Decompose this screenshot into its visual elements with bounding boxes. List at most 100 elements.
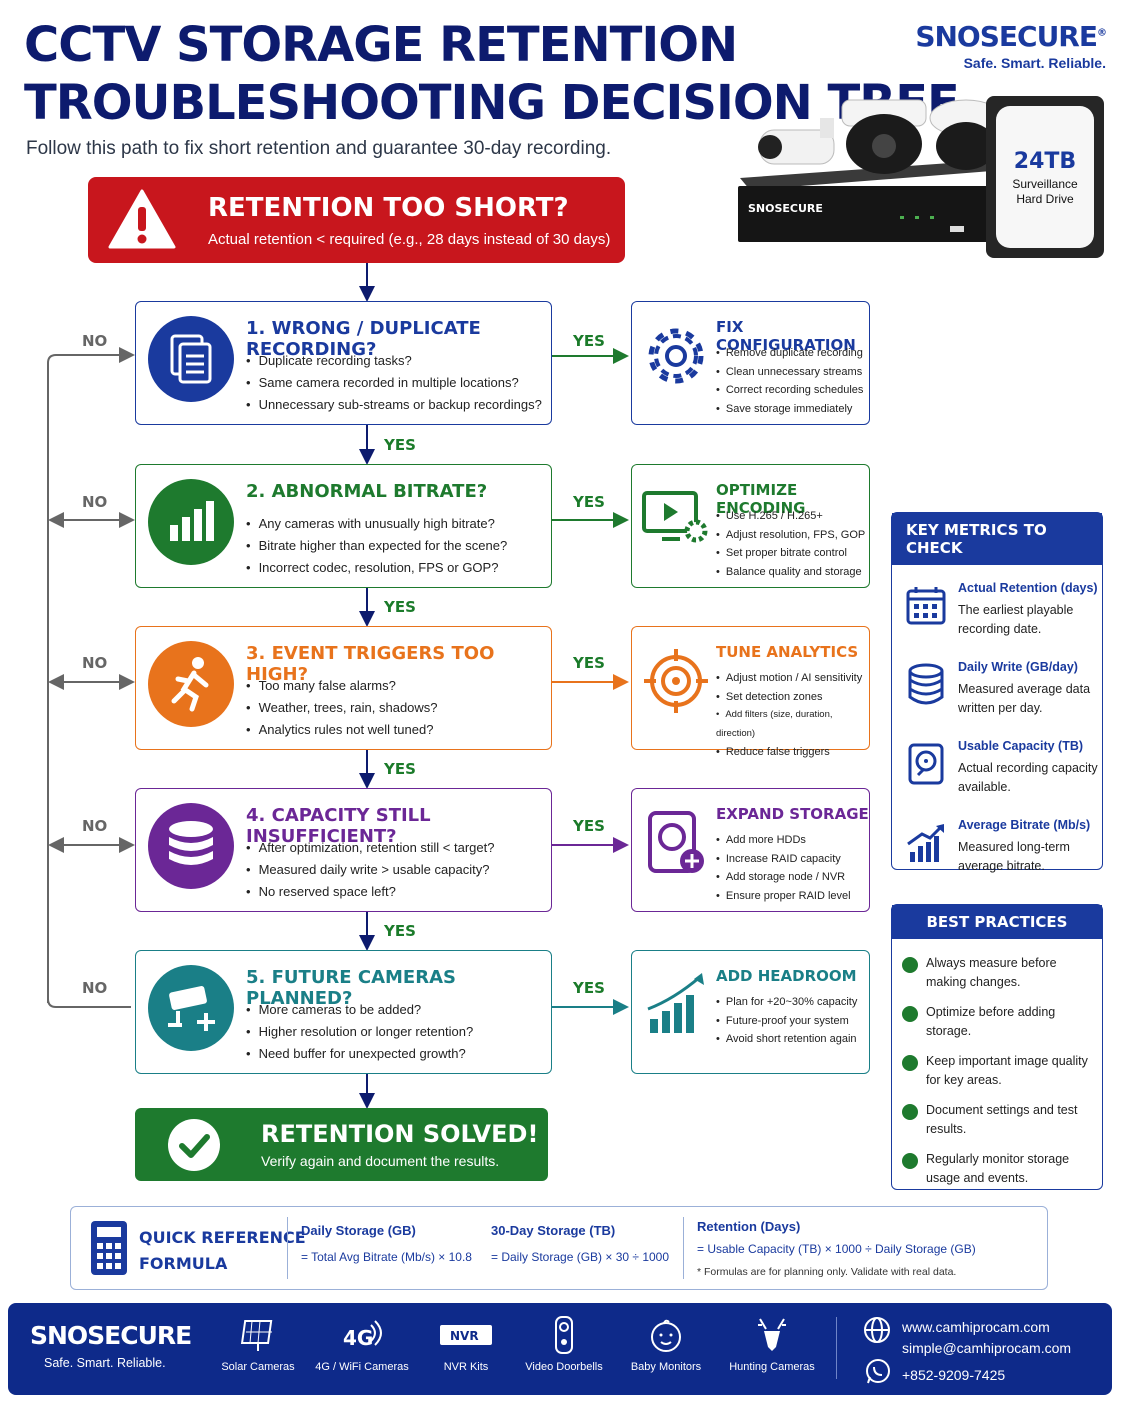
footer-product[interactable]: Solar Cameras xyxy=(210,1315,306,1373)
hdd-plus-icon xyxy=(648,811,704,873)
step-1-icon-circle xyxy=(148,316,234,402)
warning-icon xyxy=(108,189,176,249)
target-icon xyxy=(644,649,708,713)
footer-product-label: Hunting Cameras xyxy=(729,1361,815,1373)
metric-desc: The earliest playable recording date. xyxy=(958,603,1074,636)
footer-website[interactable]: www.camhiprocam.com xyxy=(902,1319,1050,1335)
step-4-box: 4. CAPACITY STILL INSUFFICIENT? After op… xyxy=(135,788,552,912)
fix-3-list: Adjust motion / AI sensitivity Set detec… xyxy=(716,669,869,762)
practice-text: Regularly monitor storage usage and even… xyxy=(926,1152,1070,1185)
formula-col-2: 30-Day Storage (TB) = Daily Storage (GB)… xyxy=(491,1223,669,1264)
check-icon xyxy=(902,1104,918,1120)
dome-camera-icon xyxy=(841,99,927,174)
fix-5-item: Avoid short retention again xyxy=(716,1030,857,1049)
step-4-item: Measured daily write > usable capacity? xyxy=(246,859,495,881)
no-label: NO xyxy=(82,654,108,672)
formula-col-eq: = Daily Storage (GB) × 30 ÷ 1000 xyxy=(491,1250,670,1264)
nvr-brand-label: SNOSECURE xyxy=(748,202,823,215)
step-1-item: Same camera recorded in multiple locatio… xyxy=(246,372,542,394)
running-person-icon xyxy=(171,657,209,712)
fix-3-title: TUNE ANALYTICS xyxy=(716,643,859,661)
check-icon xyxy=(902,1153,918,1169)
formula-col-title: Daily Storage (GB) xyxy=(301,1223,416,1238)
practice-text: Keep important image quality for key are… xyxy=(926,1054,1088,1087)
step-2-item: Bitrate higher than expected for the sce… xyxy=(246,535,508,557)
step-5-item: Need buffer for unexpected growth? xyxy=(246,1043,473,1065)
footer-email[interactable]: simple@camhiprocam.com xyxy=(902,1340,1072,1356)
step-1-list: Duplicate recording tasks? Same camera r… xyxy=(246,350,542,416)
footer-product[interactable]: NVR NVR Kits xyxy=(418,1315,514,1373)
footer-product[interactable]: Video Doorbells xyxy=(516,1315,612,1373)
step-4-icon-circle xyxy=(148,803,234,889)
baby-face-icon xyxy=(651,1319,681,1352)
practice-item: Regularly monitor storage usage and even… xyxy=(892,1147,1102,1196)
footer-product-label: NVR Kits xyxy=(443,1361,489,1373)
solved-box: RETENTION SOLVED! Verify again and docum… xyxy=(135,1108,548,1181)
fix-1-item: Save storage immediately xyxy=(716,400,863,419)
no-label: NO xyxy=(82,979,108,997)
key-metrics-panel: KEY METRICS TO CHECK Actual Retention (d… xyxy=(891,512,1103,873)
check-icon xyxy=(902,1006,918,1022)
step-4-item: No reserved space left? xyxy=(246,881,495,903)
fix-4-item: Add more HDDs xyxy=(716,831,851,850)
footer-product[interactable]: Hunting Cameras xyxy=(724,1315,820,1373)
divider xyxy=(287,1217,288,1279)
database-icon xyxy=(908,663,944,705)
step-5-box: 5. FUTURE CAMERAS PLANNED? More cameras … xyxy=(135,950,552,1074)
footer-product-label: Solar Cameras xyxy=(221,1361,295,1373)
practice-text: Always measure before making changes. xyxy=(926,956,1057,989)
metric-desc: Actual recording capacity available. xyxy=(958,761,1098,794)
metric-desc: Measured average data written per day. xyxy=(958,682,1091,715)
step-4-item: After optimization, retention still < ta… xyxy=(246,837,495,859)
fix-5-item: Future-proof your system xyxy=(716,1012,857,1031)
formula-col-3: Retention (Days) = Usable Capacity (TB) … xyxy=(697,1219,976,1278)
fix-5-title: ADD HEADROOM xyxy=(716,967,857,985)
fix-3-item: Reduce false triggers xyxy=(716,743,869,762)
footer-product[interactable]: Baby Monitors xyxy=(618,1315,714,1373)
formula-note: * Formulas are for planning only. Valida… xyxy=(697,1266,957,1278)
yes-label: YES xyxy=(573,654,605,672)
step-5-list: More cameras to be added? Higher resolut… xyxy=(246,999,474,1065)
no-label: NO xyxy=(82,332,108,350)
fix-1-item: Remove duplicate recording xyxy=(716,344,863,363)
4g-text: 4G xyxy=(343,1326,373,1350)
solar-panel-icon xyxy=(240,1320,273,1351)
fix-2-list: Use H.265 / H.265+ Adjust resolution, FP… xyxy=(716,507,865,581)
page-subtitle: Follow this path to fix short retention … xyxy=(26,138,612,159)
fix-5-box: ADD HEADROOM Plan for +20~30% capacity F… xyxy=(631,950,870,1074)
gear-icon xyxy=(648,328,704,384)
check-circle-icon xyxy=(168,1119,220,1171)
dome-camera-2-icon xyxy=(929,99,1003,170)
divider xyxy=(683,1217,684,1279)
metric-item: Actual Retention (days) The earliest pla… xyxy=(892,577,1102,656)
step-2-icon-circle xyxy=(148,479,234,565)
step-5-item: Higher resolution or longer retention? xyxy=(246,1021,474,1043)
no-label: NO xyxy=(82,493,108,511)
fix-2-item: Use H.265 / H.265+ xyxy=(716,507,865,526)
formula-title-2: FORMULA xyxy=(139,1254,228,1273)
drive-capacity: 24TB xyxy=(1014,149,1076,174)
bar-chart-icon xyxy=(170,501,214,541)
step-3-item: Weather, trees, rain, shadows? xyxy=(246,697,438,719)
fix-4-item: Increase RAID capacity xyxy=(716,850,851,869)
yes-label: YES xyxy=(573,817,605,835)
metric-title: Actual Retention (days) xyxy=(958,581,1098,595)
fix-2-item: Set proper bitrate control xyxy=(716,544,865,563)
metric-title: Daily Write (GB/day) xyxy=(958,660,1078,674)
fix-4-list: Add more HDDs Increase RAID capacity Add… xyxy=(716,831,851,905)
footer-phone[interactable]: +852-9209-7425 xyxy=(902,1367,1006,1383)
step-4-list: After optimization, retention still < ta… xyxy=(246,837,495,903)
yes-label: YES xyxy=(573,332,605,350)
practice-item: Always measure before making changes. xyxy=(892,951,1102,1000)
step-3-list: Too many false alarms? Weather, trees, r… xyxy=(246,675,438,741)
footer-product[interactable]: 4G 4G / WiFi Cameras xyxy=(314,1315,410,1373)
best-practices-header: BEST PRACTICES xyxy=(892,905,1102,939)
title-line-2: TROUBLESHOOTING DECISION TREE xyxy=(24,75,960,131)
formula-col-eq: = Total Avg Bitrate (Mb/s) × 10.8 xyxy=(301,1250,472,1264)
footer-tagline: Safe. Smart. Reliable. xyxy=(44,1356,166,1370)
start-title: RETENTION TOO SHORT? xyxy=(208,193,569,223)
step-2-box: 2. ABNORMAL BITRATE? Any cameras with un… xyxy=(135,464,552,588)
bullet-camera-icon xyxy=(758,118,835,165)
no-label: NO xyxy=(82,817,108,835)
fix-2-item: Adjust resolution, FPS, GOP xyxy=(716,526,865,545)
